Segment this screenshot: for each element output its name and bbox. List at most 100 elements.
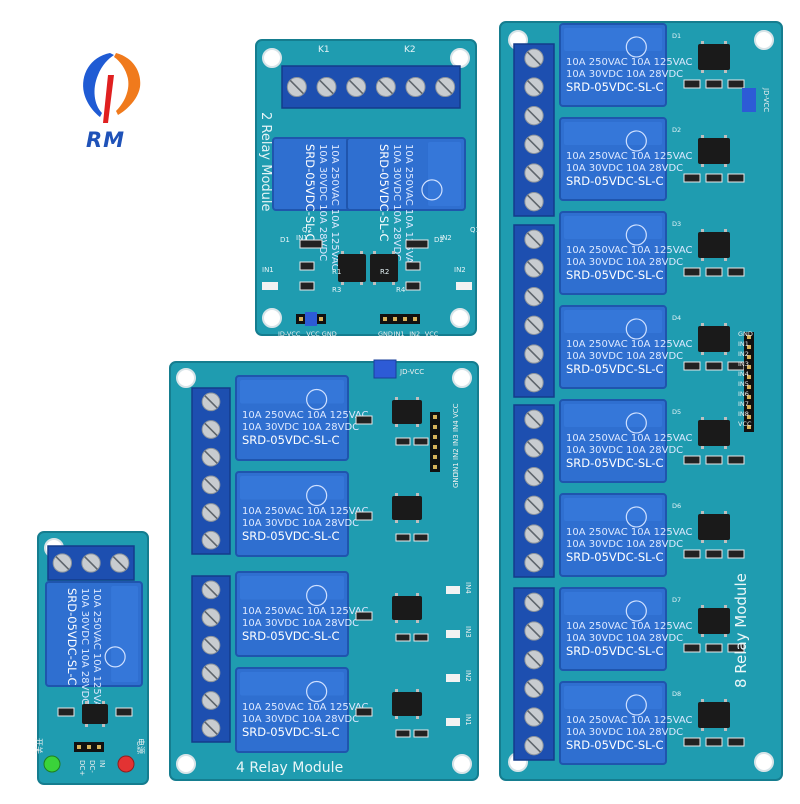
chip-pin bbox=[416, 689, 419, 692]
smd-resistor bbox=[705, 549, 723, 559]
io-header-1ch bbox=[74, 742, 104, 752]
screw-slot bbox=[204, 666, 218, 680]
terminal-housing bbox=[191, 387, 231, 555]
optocoupler-3 bbox=[698, 229, 730, 261]
chip-pin bbox=[724, 323, 727, 326]
relay-spec-line-1: 10A 250VAC 10A 125VAC bbox=[91, 588, 102, 715]
mounting-hole bbox=[450, 48, 470, 68]
eight-relay-module: 10A 250VAC 10A 125VAC 10A 30VDC 10A 28VDC… bbox=[499, 21, 783, 781]
header-pin bbox=[433, 465, 437, 469]
screw-slot bbox=[527, 51, 541, 66]
relay-spec-line-2: 10A 30VDC 10A 28VDC bbox=[242, 618, 359, 629]
header-pin bbox=[299, 317, 303, 321]
relay-spec-line-1: 10A 250VAC 10A 125VAC bbox=[566, 57, 693, 68]
header-pin bbox=[403, 317, 407, 321]
relay-spec-line-1: 10A 250VAC 10A 125VAC bbox=[566, 339, 693, 350]
relay-spec-line-2: 10A 30VDC 10A 28VDC bbox=[566, 633, 683, 644]
smd-resistor bbox=[405, 261, 421, 271]
chip-pin bbox=[701, 229, 704, 232]
chip-pin bbox=[701, 446, 704, 449]
relay-spec-line-2: 10A 30VDC 10A 28VDC bbox=[391, 144, 402, 261]
chip-pin bbox=[724, 229, 727, 232]
relay-spec-line-1: 10A 250VAC 10A 125VAC bbox=[403, 144, 414, 271]
led-red bbox=[117, 755, 135, 773]
screw-slot bbox=[112, 556, 127, 570]
screw-slot bbox=[527, 624, 541, 638]
module-title-4ch: 4 Relay Module bbox=[236, 760, 343, 776]
ul-mark-icon bbox=[625, 506, 647, 528]
mounting-hole bbox=[450, 308, 470, 328]
chip-pin bbox=[395, 493, 398, 496]
header-label: IN3 bbox=[738, 360, 749, 368]
smd-resistor bbox=[705, 79, 723, 89]
chip-pin bbox=[701, 728, 704, 731]
screw-slot bbox=[348, 79, 364, 95]
io-header-8ch bbox=[744, 332, 754, 432]
chip-body bbox=[698, 44, 730, 70]
header-pin bbox=[393, 317, 397, 321]
header-label: IN6 bbox=[738, 390, 749, 398]
chip-pin bbox=[416, 424, 419, 427]
screw-slot bbox=[55, 556, 70, 570]
chip-body bbox=[392, 496, 422, 520]
ul-mark-icon bbox=[625, 694, 647, 716]
screw-slot bbox=[204, 505, 218, 520]
header-pin bbox=[87, 745, 91, 749]
optocoupler-8 bbox=[698, 699, 730, 731]
smd-resistor bbox=[355, 415, 373, 425]
screw-slot bbox=[408, 79, 423, 95]
chip-pin bbox=[416, 520, 419, 523]
smd-resistor bbox=[405, 239, 429, 249]
chip-pin bbox=[701, 323, 704, 326]
optocoupler-2 bbox=[698, 135, 730, 167]
screw-slot bbox=[527, 137, 541, 152]
led-green bbox=[43, 755, 61, 773]
ul-mark-icon bbox=[421, 179, 443, 201]
screw-slot bbox=[289, 79, 305, 95]
chip-pin bbox=[701, 258, 704, 261]
header-label: GND bbox=[452, 472, 460, 488]
header-pin bbox=[747, 335, 751, 339]
chip-pin bbox=[724, 540, 727, 543]
smd-resistor bbox=[727, 455, 745, 465]
relay-spec-line-2: 10A 30VDC 10A 28VDC bbox=[566, 727, 683, 738]
screw-terminal-2ch bbox=[281, 65, 461, 109]
header-label: JD-VCC bbox=[277, 330, 301, 338]
led-label-switch: 开关 bbox=[34, 738, 44, 754]
header-pin bbox=[433, 445, 437, 449]
screw-terminal-8ch-3 bbox=[513, 404, 555, 578]
header-pin bbox=[747, 415, 751, 419]
chip-pin bbox=[701, 41, 704, 44]
ul-mark-icon bbox=[306, 680, 328, 703]
header-pin bbox=[747, 425, 751, 429]
mounting-hole bbox=[452, 754, 472, 774]
screw-slot bbox=[527, 738, 541, 753]
chip-body bbox=[82, 704, 108, 724]
chip-pin bbox=[701, 164, 704, 167]
terminal-housing bbox=[513, 224, 555, 398]
mounting-hole bbox=[262, 48, 282, 68]
relay-model-label: SRD-05VDC-SL-C bbox=[566, 174, 664, 188]
io-header-4ch bbox=[430, 412, 440, 472]
jumper-label: JD-VCC bbox=[399, 368, 424, 376]
optocoupler-4ch-4 bbox=[392, 689, 422, 719]
chip-pin bbox=[395, 593, 398, 596]
screw-slot bbox=[527, 469, 541, 484]
relay-label-k1: K1 bbox=[318, 45, 330, 55]
smd-resistor bbox=[683, 79, 701, 89]
relay-model-label: SRD-05VDC-SL-C bbox=[242, 629, 340, 643]
led-label: IN4 bbox=[464, 582, 472, 594]
ul-mark-icon bbox=[306, 484, 328, 507]
ul-mark-icon bbox=[104, 646, 126, 668]
chip-pin bbox=[701, 699, 704, 702]
screw-slot bbox=[527, 194, 541, 209]
relay-spec-line-2: 10A 30VDC 10A 28VDC bbox=[79, 588, 90, 705]
relay-spec-line-1: 10A 250VAC 10A 125VAC bbox=[242, 410, 369, 421]
smd-resistor bbox=[683, 455, 701, 465]
chip-pin bbox=[360, 251, 363, 254]
